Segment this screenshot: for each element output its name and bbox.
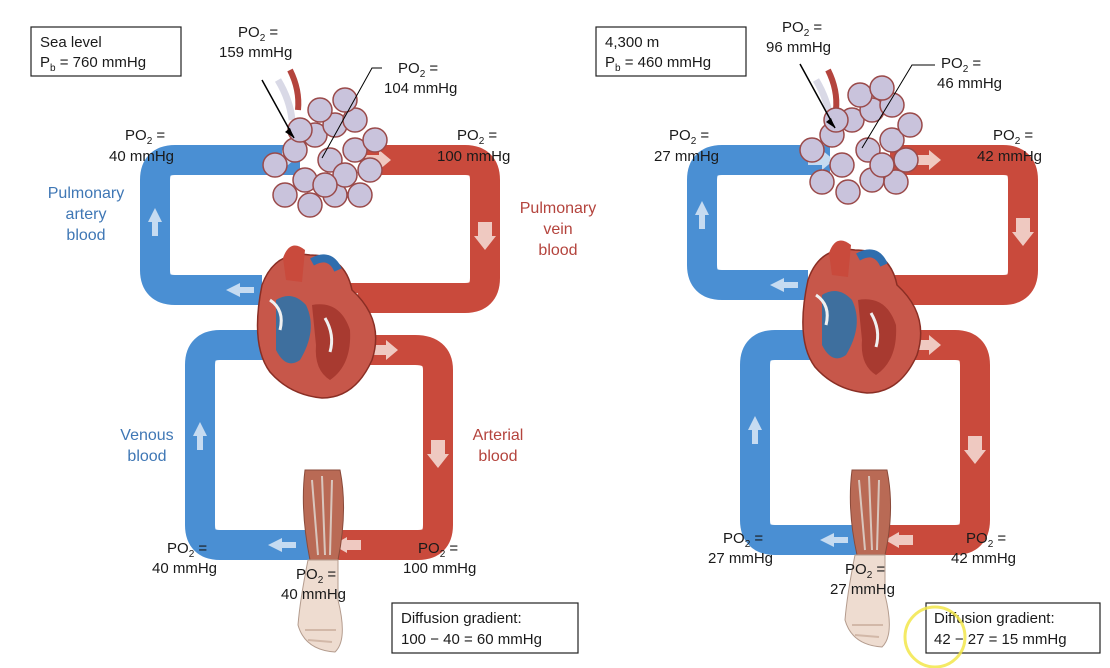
diffusion-gradient-calc: 42 − 27 = 15 mmHg: [934, 631, 1067, 648]
arterial-label-1: Arterial: [473, 427, 524, 444]
flow-arrow-up-icon: [695, 201, 709, 229]
barometric-pressure: Pb = 760 mmHg: [40, 54, 146, 74]
diffusion-gradient-title: Diffusion gradient:: [401, 610, 522, 627]
pulmonary-artery-po2-value: 27 mmHg: [654, 148, 719, 165]
arterial-po2-label: PO2 =: [418, 540, 458, 560]
flow-arrow-up-icon: [748, 416, 762, 444]
inspired-pointer-arrow: [261, 79, 295, 139]
pulmonary-vein-po2-label: PO2 =: [993, 127, 1033, 147]
leg-muscle-illustration: [297, 469, 345, 653]
pulmonary-artery-label-1: Pulmonary: [48, 185, 124, 202]
pulmonary-vein-label-3: blood: [538, 242, 577, 259]
alveolar-po2-label: PO2 =: [941, 55, 981, 75]
pulmonary-artery-po2-label: PO2 =: [125, 127, 165, 147]
alveolar-po2-value: 46 mmHg: [937, 75, 1002, 92]
alveoli-cluster: [262, 68, 388, 218]
leg-muscle-illustration: [844, 469, 892, 648]
inspired-po2-label: PO2 =: [782, 19, 822, 39]
arterial-label-2: blood: [478, 448, 517, 465]
flow-arrow-right-icon: [372, 340, 398, 360]
diffusion-gradient-title: Diffusion gradient:: [934, 610, 1055, 627]
pulmonary-vein-po2-value: 100 mmHg: [437, 148, 510, 165]
inspired-po2-value: 96 mmHg: [766, 39, 831, 56]
alveolar-pointer-line: [861, 64, 935, 149]
venous-po2-value: 40 mmHg: [152, 560, 217, 577]
pulmonary-vein-label-2: vein: [543, 221, 572, 238]
flow-arrow-down-icon: [474, 222, 496, 250]
right-panel: 4,300 m Pb = 460 mmHg PO2 = 96 mmHg PO2 …: [595, 19, 1101, 668]
left-panel: Sea level Pb = 760 mmHg PO2 = 159 mmHg P…: [30, 24, 596, 654]
barometric-pressure: Pb = 460 mmHg: [605, 54, 711, 74]
venous-label-1: Venous: [120, 427, 173, 444]
alveolar-pointer-line: [321, 67, 382, 159]
alveolar-po2-label: PO2 =: [398, 60, 438, 80]
inspired-pointer-arrow: [799, 63, 836, 129]
arterial-po2-value: 100 mmHg: [403, 560, 476, 577]
diffusion-gradient-box-left: [391, 602, 579, 654]
flow-arrow-down-icon: [427, 440, 449, 468]
pulmonary-vein-po2-label: PO2 =: [457, 127, 497, 147]
venous-po2-label: PO2 =: [167, 540, 207, 560]
flow-arrow-left-icon: [226, 283, 254, 297]
flow-arrow-up-icon: [193, 422, 207, 450]
flow-arrows: [695, 150, 848, 547]
flow-arrow-down-icon: [1012, 218, 1034, 246]
venous-po2-label: PO2 =: [723, 530, 763, 550]
flow-arrow-left-icon: [885, 532, 913, 548]
flow-arrow-up-icon: [148, 208, 162, 236]
altitude-box-right: [595, 26, 747, 77]
arterial-po2-value: 42 mmHg: [951, 550, 1016, 567]
flow-arrow-left-icon: [268, 538, 296, 552]
alveoli-cluster: [799, 68, 923, 205]
tissue-po2-value: 27 mmHg: [830, 581, 895, 598]
pulmonary-artery-po2-value: 40 mmHg: [109, 148, 174, 165]
pulmonary-artery-label-3: blood: [66, 227, 105, 244]
flow-arrow-left-icon: [820, 533, 848, 547]
altitude-label: Sea level: [40, 34, 102, 51]
altitude-label: 4,300 m: [605, 34, 659, 51]
flow-arrow-right-icon: [915, 150, 941, 170]
altitude-box-left: [30, 26, 182, 77]
pulmonary-vein-label-1: Pulmonary: [520, 200, 596, 217]
diffusion-gradient-box-right: [925, 602, 1101, 654]
pulmonary-artery-label-2: artery: [66, 206, 107, 223]
flow-arrow-left-icon: [770, 278, 798, 292]
inspired-po2-value: 159 mmHg: [219, 44, 292, 61]
inspired-po2-label: PO2 =: [238, 24, 278, 44]
alveolar-po2-value: 104 mmHg: [384, 80, 457, 97]
cursor-highlight-ring: [903, 605, 967, 668]
heart-illustration: [256, 245, 377, 399]
pulmonary-vein-po2-value: 42 mmHg: [977, 148, 1042, 165]
pulmonary-artery-po2-label: PO2 =: [669, 127, 709, 147]
flow-arrow-right-icon: [915, 335, 941, 355]
venous-po2-value: 27 mmHg: [708, 550, 773, 567]
diffusion-gradient-calc: 100 − 40 = 60 mmHg: [401, 631, 542, 648]
tissue-po2-value: 40 mmHg: [281, 586, 346, 603]
tissue-po2-label: PO2 =: [845, 561, 885, 581]
venous-label-2: blood: [127, 448, 166, 465]
heart-illustration: [802, 240, 922, 394]
tissue-po2-label: PO2 =: [296, 566, 336, 586]
flow-arrow-down-icon: [964, 436, 986, 464]
arterial-po2-label: PO2 =: [966, 530, 1006, 550]
